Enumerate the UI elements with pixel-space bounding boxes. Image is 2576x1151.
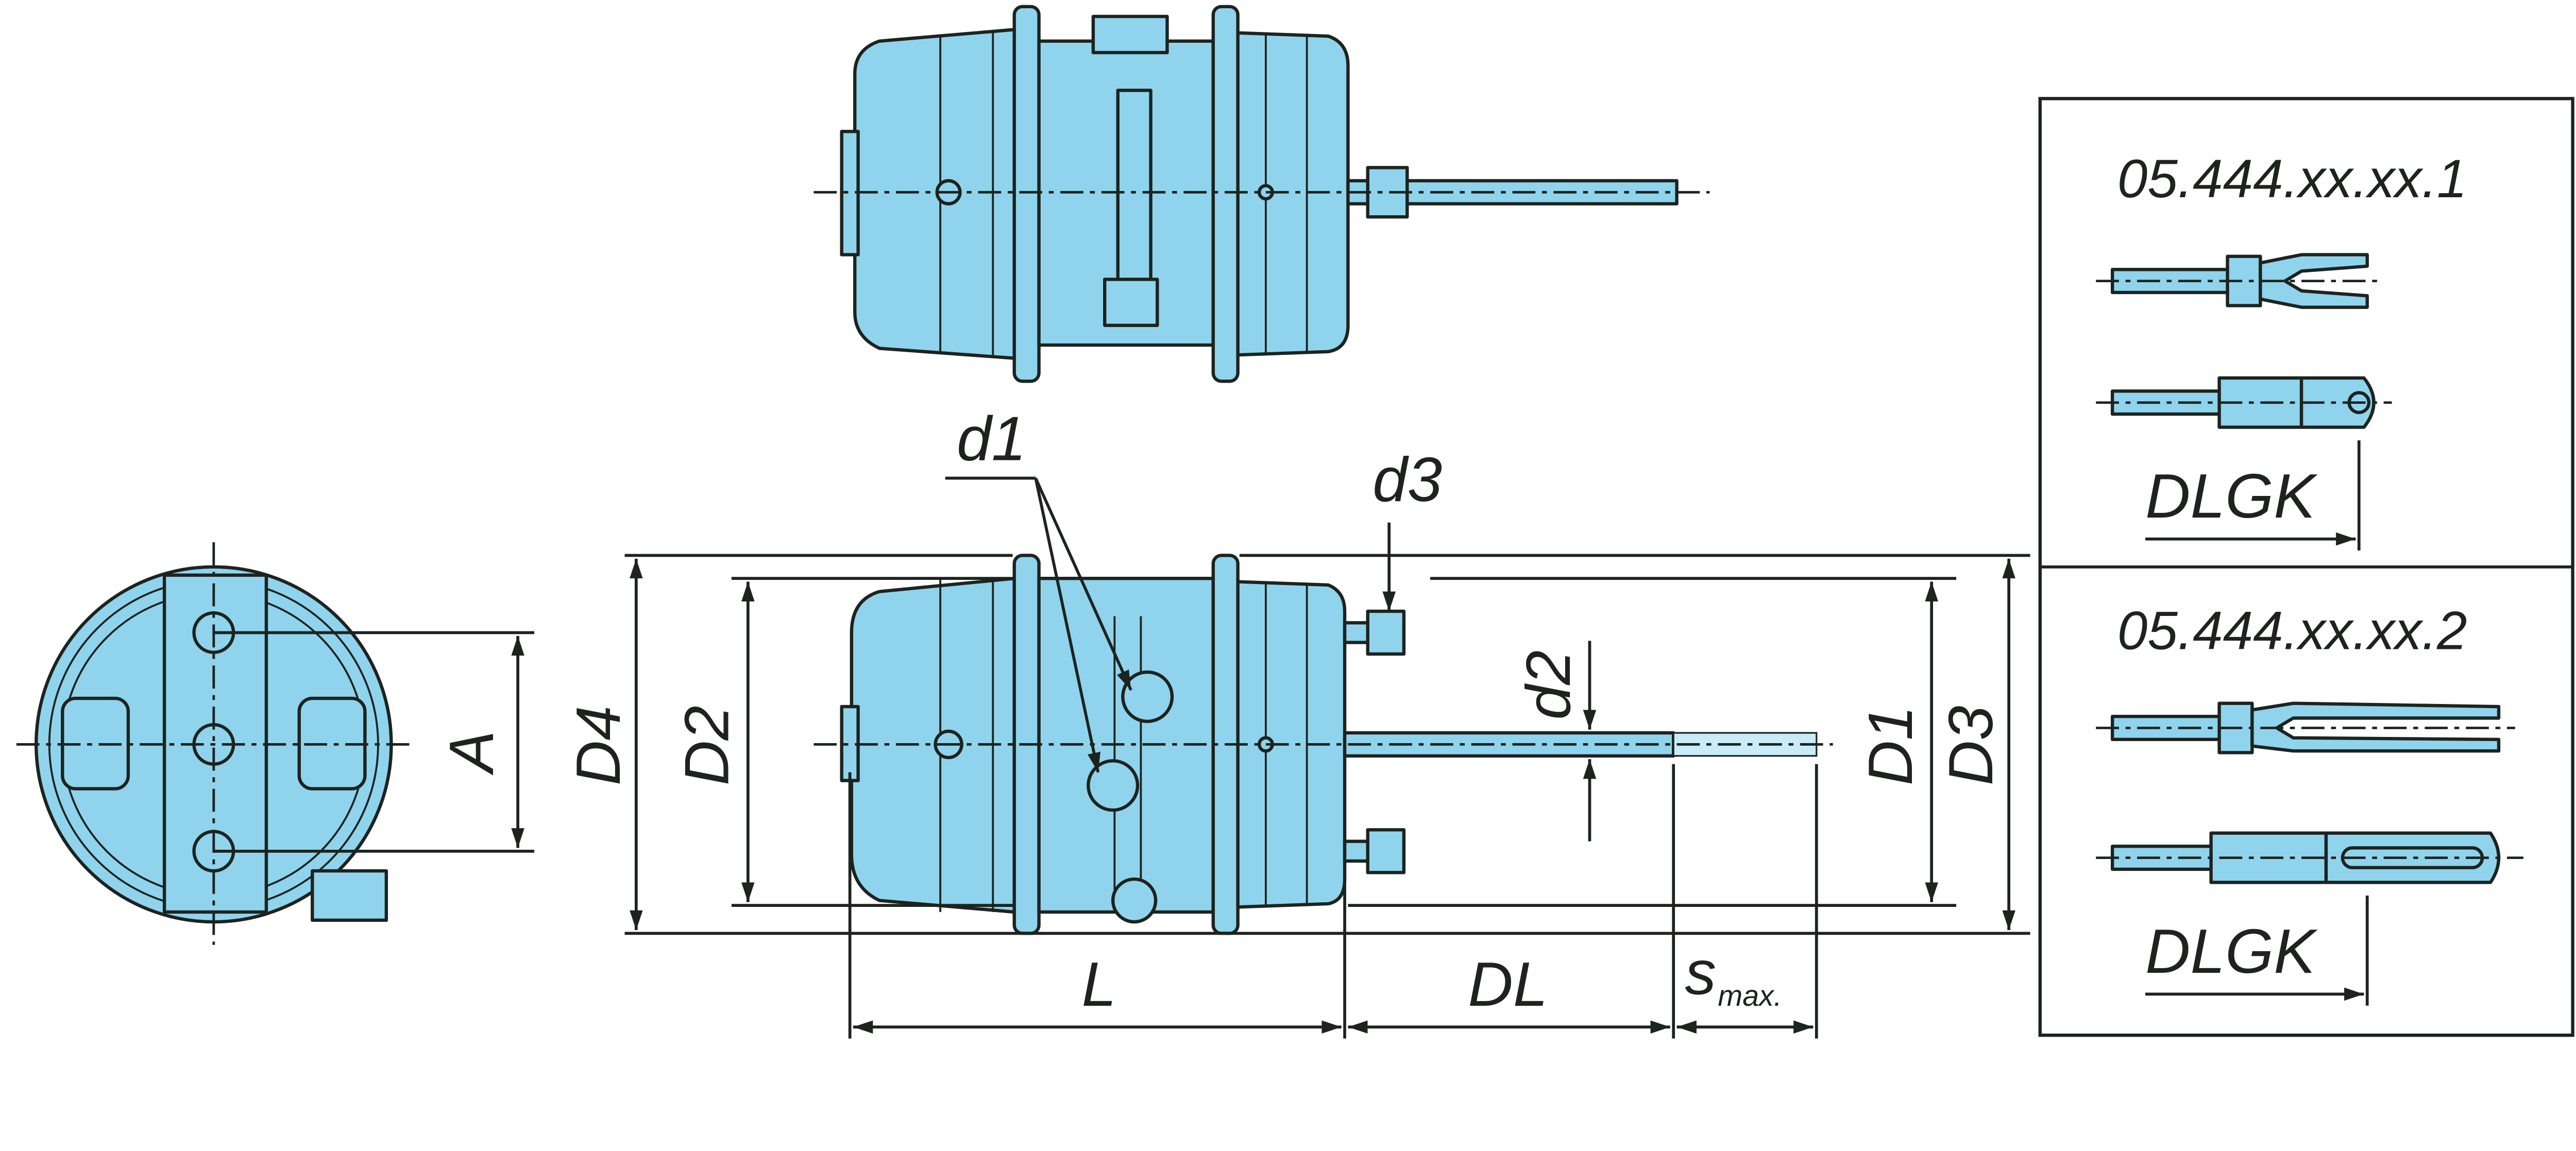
label-d3: d3 bbox=[1372, 444, 1442, 514]
end-view bbox=[16, 542, 411, 945]
label-s: s bbox=[1685, 937, 1717, 1007]
top-view bbox=[814, 5, 1710, 383]
dimension-labels: d1 d3 d2 A D4 D2 D1 D3 L DL s max. bbox=[436, 403, 2006, 1019]
variant-2-dim: DLGK bbox=[2145, 916, 2318, 986]
variant-1-dim: DLGK bbox=[2145, 461, 2318, 531]
label-a: A bbox=[436, 731, 506, 776]
brake-cylinder-drawing: d1 d3 d2 A D4 D2 D1 D3 L DL s max. 05.44… bbox=[16, 5, 2574, 1039]
label-d2-upper: D2 bbox=[672, 706, 742, 785]
label-l: L bbox=[1082, 949, 1116, 1019]
dimensions bbox=[213, 476, 2030, 1039]
label-s-max: max. bbox=[1718, 980, 1782, 1012]
variant-1-code: 05.444.xx.xx.1 bbox=[2117, 149, 2467, 209]
label-d2: d2 bbox=[1513, 650, 1583, 720]
variant-2-code: 05.444.xx.xx.2 bbox=[2117, 600, 2467, 661]
variant-box: 05.444.xx.xx.1 DLGK 05.444.xx.xx.2 DLGK bbox=[2038, 97, 2574, 1037]
label-d1-upper: D1 bbox=[1855, 706, 1925, 785]
side-view bbox=[814, 554, 1833, 935]
label-d1: d1 bbox=[957, 403, 1026, 473]
label-dl: DL bbox=[1468, 949, 1548, 1019]
label-d4: D4 bbox=[563, 706, 633, 785]
label-d3-upper: D3 bbox=[1936, 706, 2006, 785]
